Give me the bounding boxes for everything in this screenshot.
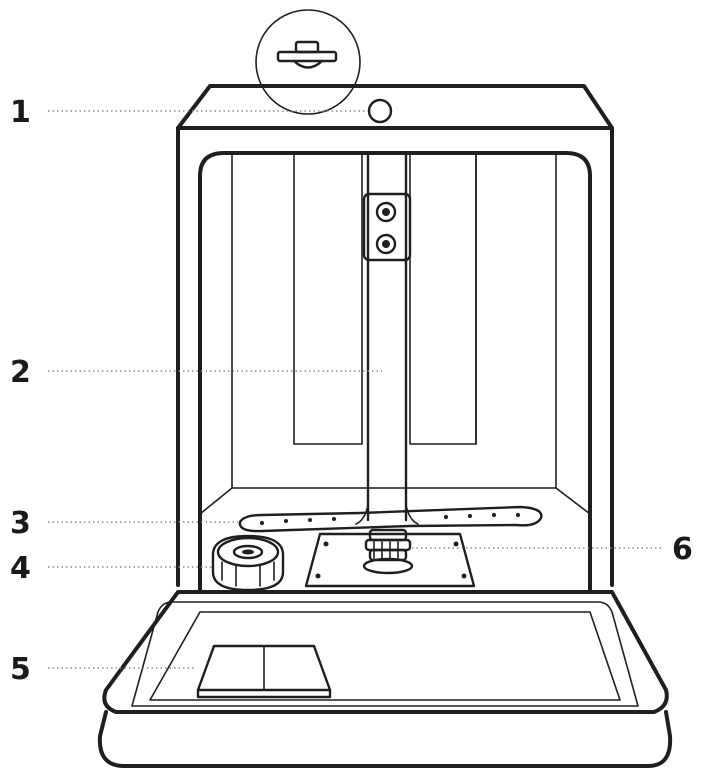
open-door <box>100 592 670 766</box>
central-spray-tube <box>356 153 418 524</box>
filter-assembly <box>306 530 474 586</box>
callout-3: 3 <box>10 506 31 541</box>
detail-magnifier <box>256 10 360 114</box>
callout-4: 4 <box>10 551 31 586</box>
callout-2: 2 <box>10 355 31 390</box>
callout-5: 5 <box>10 652 31 687</box>
lower-spray-arm <box>240 507 541 531</box>
cabinet-body <box>178 86 612 585</box>
salt-container-cap <box>213 536 283 590</box>
detergent-dispenser <box>198 646 330 697</box>
top-sensor <box>369 100 391 122</box>
callout-1: 1 <box>10 95 31 130</box>
callout-6: 6 <box>672 532 693 567</box>
leader-lines <box>48 111 662 668</box>
